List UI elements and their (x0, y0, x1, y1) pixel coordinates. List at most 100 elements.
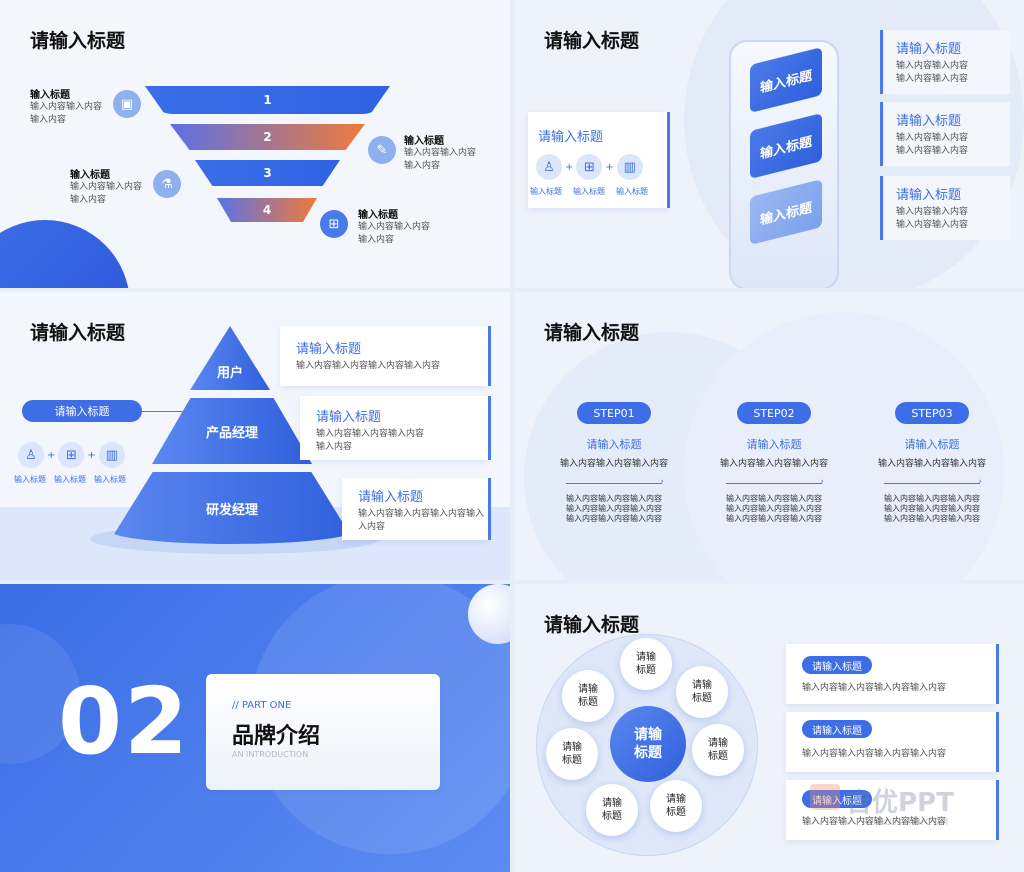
arrow-line: › (884, 477, 982, 487)
step-column-1: STEP01 请输入标题 输入内容输入内容输入内容 › 输入内容输入内容输入内容… (544, 402, 684, 524)
icon-label: 输入标题 (94, 475, 126, 484)
item-text: 输入内容输入内容 (70, 182, 143, 192)
pyramid-card-3: 请输入标题 输入内容输入内容输入内容输入 入内容 (342, 478, 488, 540)
funnel-label-2: 2 (263, 130, 272, 144)
icon-label: 输入标题 (54, 475, 86, 484)
pyramid-label: 产品经理 (205, 425, 258, 441)
flask-icon: ⚗ (153, 170, 181, 198)
slide-section[interactable]: 02 // PART ONE 品牌介绍 AN INTRODUCTION (0, 584, 510, 872)
bubble-7: 请输 标题 (562, 670, 614, 722)
bubble-label: 请输 标题 (602, 798, 622, 822)
item-text: 输入内容 (70, 195, 107, 205)
slide-funnel[interactable]: 请输入标题 1 2 3 4 ▣ ✎ ⚗ ⊞ 输入标题 输入内容输入内容 输入内容… (0, 0, 510, 288)
card-text: 输入内容输入内容 (896, 74, 969, 84)
item-text: 输入内容输入内容 (404, 148, 477, 158)
bubble-label: 请输 标题 (708, 738, 728, 762)
pill-label: 请输入标题 (812, 795, 862, 807)
icon-row: ♙+ ⊞+ ▥ (18, 442, 125, 468)
watermark-logo (810, 784, 840, 810)
connector-line (142, 411, 202, 412)
card-bar (880, 176, 883, 240)
left-card-bar (667, 112, 670, 208)
step-pill: STEP03 (895, 402, 969, 424)
bubble-5: 请输 标题 (586, 784, 638, 836)
step-title: 请输入标题 (746, 438, 802, 451)
card-pill: 请输入标题 (802, 720, 872, 738)
funnel-item-3: 输入标题 输入内容输入内容 输入内容 (70, 166, 142, 207)
funnel-level-1: 1 (145, 86, 390, 114)
step-detail: 输入内容输入内容输入内容 (884, 494, 980, 503)
network-icon: ⊞ (320, 210, 348, 238)
watermark: 吉优PPT (846, 782, 954, 819)
card-bar (996, 644, 999, 704)
decor-circle-2 (684, 312, 1004, 580)
item-text: 输入内容输入内容 (358, 222, 431, 232)
watermark-subtext: RUOUTOTO.COM (862, 818, 950, 828)
slide-phone-steps[interactable]: 请输入标题 请输入标题 ♙+ ⊞+ ▥ 输入标题 输入标题 输入标题 输入标题 … (514, 0, 1024, 288)
card-text: 输入内容输入内容 (896, 133, 969, 143)
step-detail: 输入内容输入内容输入内容 (566, 514, 662, 523)
step-label: 输入标题 (759, 134, 812, 162)
pyramid-card-1: 请输入标题 输入内容输入内容输入内容输入内容 (280, 326, 488, 386)
pyramid-level-2: 产品经理 (152, 398, 312, 464)
icon-label: 输入标题 (530, 187, 562, 196)
step-text: 输入内容输入内容输入内容 (559, 459, 668, 469)
slide-title: 请输入标题 (544, 614, 640, 636)
card-text: 输入内容输入内容 (896, 207, 969, 217)
right-card-3: 请输入标题 输入内容输入内容 输入内容输入内容 (884, 176, 1010, 240)
image-icon: ▣ (113, 90, 141, 118)
step-label: 输入标题 (759, 200, 812, 228)
card-pill: 请输入标题 (802, 656, 872, 674)
bubble-label: 请输 标题 (578, 684, 598, 708)
step-pill: STEP01 (577, 402, 651, 424)
funnel-item-1: 输入标题 输入内容输入内容 输入内容 (30, 86, 102, 127)
left-card: 请输入标题 ♙+ ⊞+ ▥ 输入标题 输入标题 输入标题 (528, 112, 668, 208)
card-text: 输入内容输入内容输入内容输入内容 (802, 683, 947, 693)
card-bar (996, 780, 999, 840)
title-pill: 请输入标题 (22, 400, 142, 422)
circle-card-3: 请输入标题 输入内容输入内容输入内容输入内容 (786, 780, 996, 840)
bubble-label: 请输 标题 (666, 794, 686, 818)
section-subtitle: AN INTRODUCTION (232, 750, 309, 759)
center-circle: 请输 标题 (610, 706, 686, 782)
slide-pyramid[interactable]: 请输入标题 请输入标题 ♙+ ⊞+ ▥ 输入标题 输入标题 输入标题 用户 产品… (0, 292, 510, 580)
card-bar (880, 30, 883, 94)
slide-title: 请输入标题 (544, 30, 640, 52)
step-column-2: STEP02 请输入标题 输入内容输入内容输入内容 › 输入内容输入内容输入内容… (704, 402, 844, 524)
bubble-1: 请输 标题 (620, 638, 672, 690)
card-title: 请输入标题 (896, 188, 962, 203)
step-label: 输入标题 (759, 68, 812, 96)
pyramid-level-1: 用户 (190, 326, 270, 390)
pill-label: 请输入标题 (812, 661, 862, 673)
document-icon: ✎ (368, 136, 396, 164)
card-text: 输入内容输入内容输入内容输入内容 (296, 361, 441, 371)
arrow-line: › (726, 477, 824, 487)
step-title: 请输入标题 (586, 438, 642, 451)
section-number: 02 (58, 668, 191, 775)
user-icon: ♙ (18, 442, 44, 468)
bubble-label: 请输 标题 (562, 742, 582, 766)
bubble-4: 请输 标题 (650, 780, 702, 832)
slide-steps[interactable]: 请输入标题 STEP01 请输入标题 输入内容输入内容输入内容 › 输入内容输入… (514, 292, 1024, 580)
funnel-item-2: 输入标题 输入内容输入内容 输入内容 (404, 132, 476, 173)
card-title: 请输入标题 (896, 42, 962, 57)
slide-circle[interactable]: 请输入标题 请输 标题 请输 标题 请输 标题 请输 标题 请输 标题 请输 标… (514, 584, 1024, 872)
circle-card-2: 请输入标题 输入内容输入内容输入内容输入内容 (786, 712, 996, 772)
step-column-3: STEP03 请输入标题 输入内容输入内容输入内容 › 输入内容输入内容输入内容… (862, 402, 1002, 524)
funnel-item-4: 输入标题 输入内容输入内容 输入内容 (358, 206, 430, 247)
step-detail: 输入内容输入内容输入内容 (726, 504, 822, 513)
part-label: // PART ONE (232, 700, 292, 711)
item-heading: 输入标题 (70, 170, 110, 181)
icon-label: 输入标题 (616, 187, 648, 196)
step-detail: 输入内容输入内容输入内容 (726, 514, 822, 523)
bubble-3: 请输 标题 (692, 724, 744, 776)
item-heading: 输入标题 (404, 136, 444, 147)
item-text: 输入内容输入内容 (30, 102, 103, 112)
step-pill-label: STEP02 (753, 406, 795, 420)
card-title: 请输入标题 (296, 342, 362, 357)
card-bar (488, 396, 491, 460)
card-text: 输入内容输入内容 (896, 146, 969, 156)
org-icon: ⊞ (576, 154, 603, 180)
pill-label: 请输入标题 (812, 725, 862, 737)
decor-circle (0, 220, 130, 288)
